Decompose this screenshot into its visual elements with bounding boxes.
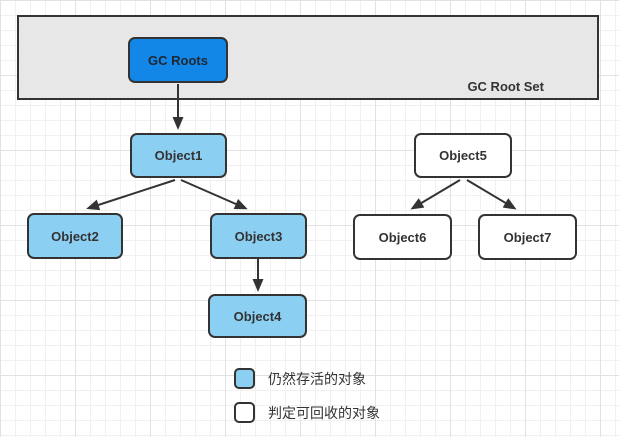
node-object2-label: Object2: [51, 228, 99, 244]
node-object3: Object3: [210, 213, 307, 259]
node-object1-label: Object1: [154, 148, 203, 163]
edge-object1-to-object2: [86, 179, 176, 211]
node-gc-roots: GC Roots: [128, 37, 228, 83]
node-object5: Object5: [414, 133, 512, 178]
node-object6: Object6: [353, 214, 452, 260]
node-object3-label: Object3: [234, 228, 283, 244]
edge-object1-to-object3: [180, 179, 248, 210]
edge-object5-to-object6: [410, 179, 461, 210]
edge-object5-to-object7: [466, 179, 517, 210]
legend-item-alive: 仍然存活的对象: [234, 368, 366, 389]
gc-root-set-label: GC Root Set: [467, 79, 544, 94]
legend-label-alive: 仍然存活的对象: [268, 370, 366, 387]
legend-swatch-alive: [234, 368, 255, 389]
legend-label-recyclable: 判定可回收的对象: [268, 404, 380, 421]
node-object4: Object4: [208, 294, 307, 338]
legend-swatch-recyclable: [234, 402, 255, 423]
node-gc-roots-label: GC Roots: [148, 52, 208, 68]
node-object7: Object7: [478, 214, 577, 260]
legend-item-recyclable: 判定可回收的对象: [234, 402, 380, 423]
node-object4-label: Object4: [233, 308, 282, 324]
node-object7-label: Object7: [503, 229, 552, 245]
node-object2: Object2: [27, 213, 123, 259]
node-object6-label: Object6: [378, 229, 427, 245]
gc-root-set-container: GC Root Set: [17, 15, 599, 100]
node-object1: Object1: [130, 133, 227, 178]
node-object5-label: Object5: [439, 148, 487, 163]
